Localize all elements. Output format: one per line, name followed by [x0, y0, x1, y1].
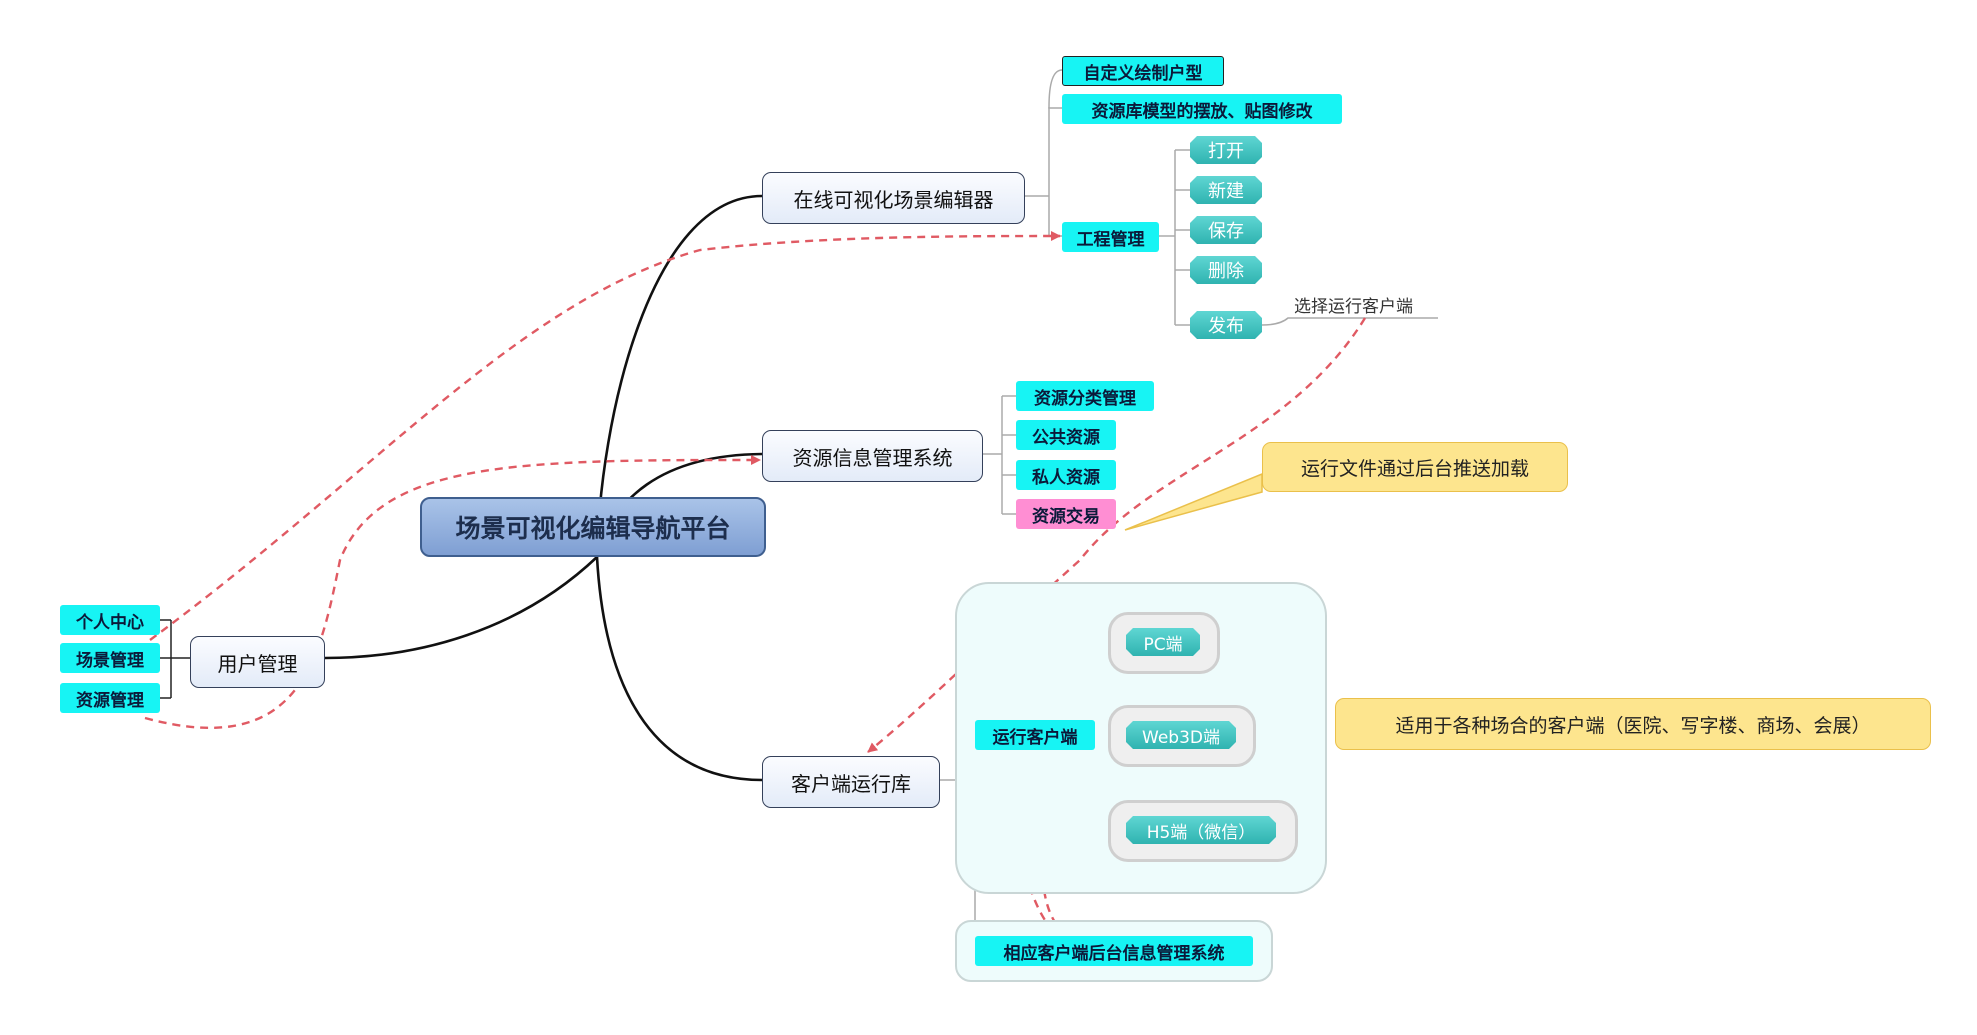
platform-pc-label: PC端: [1143, 634, 1183, 655]
action-delete-label: 删除: [1208, 261, 1244, 282]
central-topic[interactable]: 场景可视化编辑导航平台: [420, 497, 766, 557]
publish-note: 选择运行客户端: [1294, 292, 1444, 317]
callout-client-scenarios[interactable]: 适用于各种场合的客户端（医院、写字楼、商场、会展）: [1335, 698, 1931, 750]
leaf-connectors: [160, 619, 190, 699]
leaf-custom-floorplan-label: 自定义绘制户型: [1083, 63, 1203, 84]
leaf-public-resource-label: 公共资源: [1032, 427, 1100, 448]
platform-h5-label: H5端（微信）: [1146, 822, 1256, 843]
publish-note-label: 选择运行客户端: [1294, 296, 1413, 317]
relation-arrow-to-resource: [144, 455, 761, 729]
action-save[interactable]: 保存: [1190, 216, 1262, 244]
action-new[interactable]: 新建: [1190, 176, 1262, 204]
platform-h5[interactable]: H5端（微信）: [1126, 816, 1276, 844]
leaf-model-placement[interactable]: 资源库模型的摆放、贴图修改: [1062, 94, 1342, 124]
leaf-model-placement-label: 资源库模型的摆放、贴图修改: [1091, 101, 1313, 122]
action-publish-label: 发布: [1208, 316, 1244, 337]
leaf-custom-floorplan[interactable]: 自定义绘制户型: [1062, 56, 1224, 86]
leaf-resource-trade-label: 资源交易: [1032, 506, 1100, 527]
topic-client-runtime[interactable]: 客户端运行库: [762, 756, 940, 808]
branch-line-editor: [595, 194, 763, 558]
leaf-backend-system[interactable]: 相应客户端后台信息管理系统: [975, 936, 1253, 966]
leaf-private-resource[interactable]: 私人资源: [1016, 460, 1116, 490]
branch-line-user: [324, 556, 598, 660]
leaf-personal-center-label: 个人中心: [76, 612, 144, 633]
branch-line-client: [595, 556, 763, 782]
leaf-scene-management-label: 场景管理: [76, 650, 144, 671]
action-publish[interactable]: 发布: [1190, 311, 1262, 339]
callout-client-scenarios-label: 适用于各种场合的客户端（医院、写字楼、商场、会展）: [1395, 714, 1871, 737]
topic-user-management[interactable]: 用户管理: [190, 636, 325, 688]
relation-arrow-to-project: [149, 231, 1061, 641]
leaf-resource-management[interactable]: 资源管理: [60, 683, 160, 713]
topic-resource-system-label: 资源信息管理系统: [792, 445, 953, 470]
leaf-private-resource-label: 私人资源: [1032, 467, 1100, 488]
topic-online-editor-label: 在线可视化场景编辑器: [793, 187, 994, 212]
action-delete[interactable]: 删除: [1190, 256, 1262, 284]
topic-user-management-label: 用户管理: [217, 651, 298, 676]
main-branch-lines: [324, 194, 763, 782]
action-open[interactable]: 打开: [1190, 136, 1262, 164]
leaf-resource-management-label: 资源管理: [76, 690, 144, 711]
action-new-label: 新建: [1208, 181, 1244, 202]
platform-web3d-label: Web3D端: [1142, 727, 1220, 748]
leaf-project-management[interactable]: 工程管理: [1062, 222, 1159, 252]
leaf-backend-system-label: 相应客户端后台信息管理系统: [1003, 943, 1225, 964]
topic-resource-system[interactable]: 资源信息管理系统: [762, 430, 983, 482]
leaf-resource-trade[interactable]: 资源交易: [1016, 499, 1116, 529]
leaf-runtime-client[interactable]: 运行客户端: [975, 720, 1095, 750]
action-save-label: 保存: [1208, 221, 1244, 242]
leaf-public-resource[interactable]: 公共资源: [1016, 420, 1116, 450]
leaf-resource-category-label: 资源分类管理: [1034, 388, 1136, 409]
callout-push-loading[interactable]: 运行文件通过后台推送加载: [1262, 442, 1568, 492]
platform-pc[interactable]: PC端: [1126, 628, 1200, 656]
topic-client-runtime-label: 客户端运行库: [791, 771, 911, 796]
action-open-label: 打开: [1208, 141, 1244, 162]
topic-online-editor[interactable]: 在线可视化场景编辑器: [762, 172, 1025, 224]
callout-push-loading-label: 运行文件通过后台推送加载: [1300, 457, 1529, 480]
leaf-resource-category[interactable]: 资源分类管理: [1016, 381, 1154, 411]
central-topic-label: 场景可视化编辑导航平台: [455, 514, 731, 543]
leaf-scene-management[interactable]: 场景管理: [60, 643, 160, 673]
leaf-project-management-label: 工程管理: [1076, 229, 1145, 250]
leaf-runtime-client-label: 运行客户端: [992, 727, 1078, 748]
platform-web3d[interactable]: Web3D端: [1126, 721, 1236, 749]
push-callout-tail: [1124, 472, 1263, 531]
leaf-personal-center[interactable]: 个人中心: [60, 605, 160, 635]
relation-arrow-to-client: [867, 317, 1367, 753]
